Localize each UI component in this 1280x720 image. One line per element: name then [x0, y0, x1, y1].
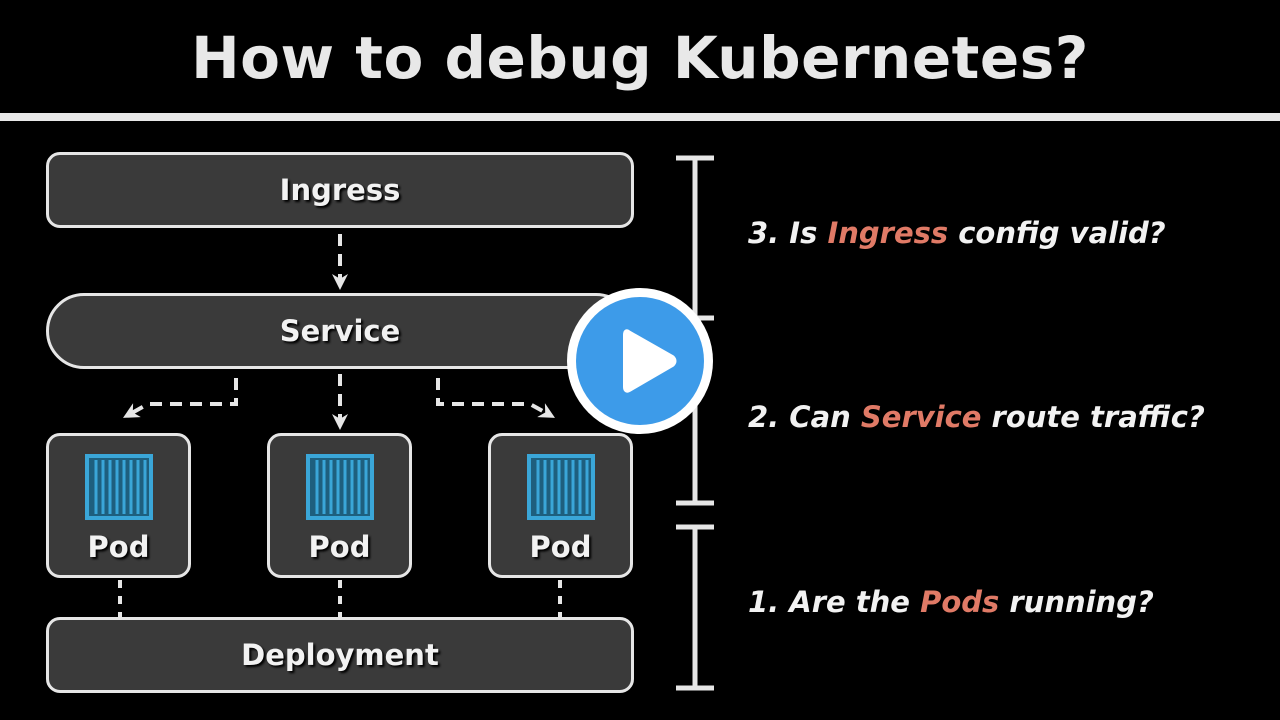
question-highlight: Ingress: [827, 216, 949, 250]
play-button-inner: [576, 297, 704, 425]
service-box: Service: [46, 293, 634, 369]
deployment-label: Deployment: [241, 638, 439, 672]
question-pods: 1. Are the Pods running?: [748, 585, 1154, 619]
question-suffix: running?: [999, 585, 1154, 619]
ingress-box: Ingress: [46, 152, 634, 228]
arrow-service-to-pod-1: [123, 378, 238, 418]
question-ingress: 3. Is Ingress config valid?: [748, 216, 1166, 250]
pod-label: Pod: [308, 530, 371, 564]
question-prefix: 3. Is: [748, 216, 828, 250]
question-suffix: config valid?: [948, 216, 1166, 250]
play-button[interactable]: [567, 288, 713, 434]
container-icon: [85, 454, 153, 520]
question-highlight: Service: [860, 400, 982, 434]
question-highlight: Pods: [920, 585, 1000, 619]
play-icon: [623, 329, 677, 393]
pod-box-3: Pod: [488, 433, 633, 578]
ingress-label: Ingress: [279, 173, 401, 207]
question-service: 2. Can Service route traffic?: [748, 400, 1205, 434]
service-label: Service: [279, 314, 401, 348]
title-divider: [0, 113, 1280, 121]
bracket-ingress: [676, 155, 714, 321]
page-title: How to debug Kubernetes?: [191, 23, 1089, 92]
pod-box-2: Pod: [267, 433, 412, 578]
pod-box-1: Pod: [46, 433, 191, 578]
question-prefix: 2. Can: [748, 400, 861, 434]
deployment-box: Deployment: [46, 617, 634, 693]
title-bar: How to debug Kubernetes?: [0, 0, 1280, 115]
question-prefix: 1. Are the: [748, 585, 921, 619]
container-icon: [527, 454, 595, 520]
arrow-service-to-pod-3: [436, 378, 555, 418]
pod-label: Pod: [87, 530, 150, 564]
pod-label: Pod: [529, 530, 592, 564]
container-icon: [306, 454, 374, 520]
bracket-pods: [676, 524, 714, 691]
question-suffix: route traffic?: [981, 400, 1205, 434]
